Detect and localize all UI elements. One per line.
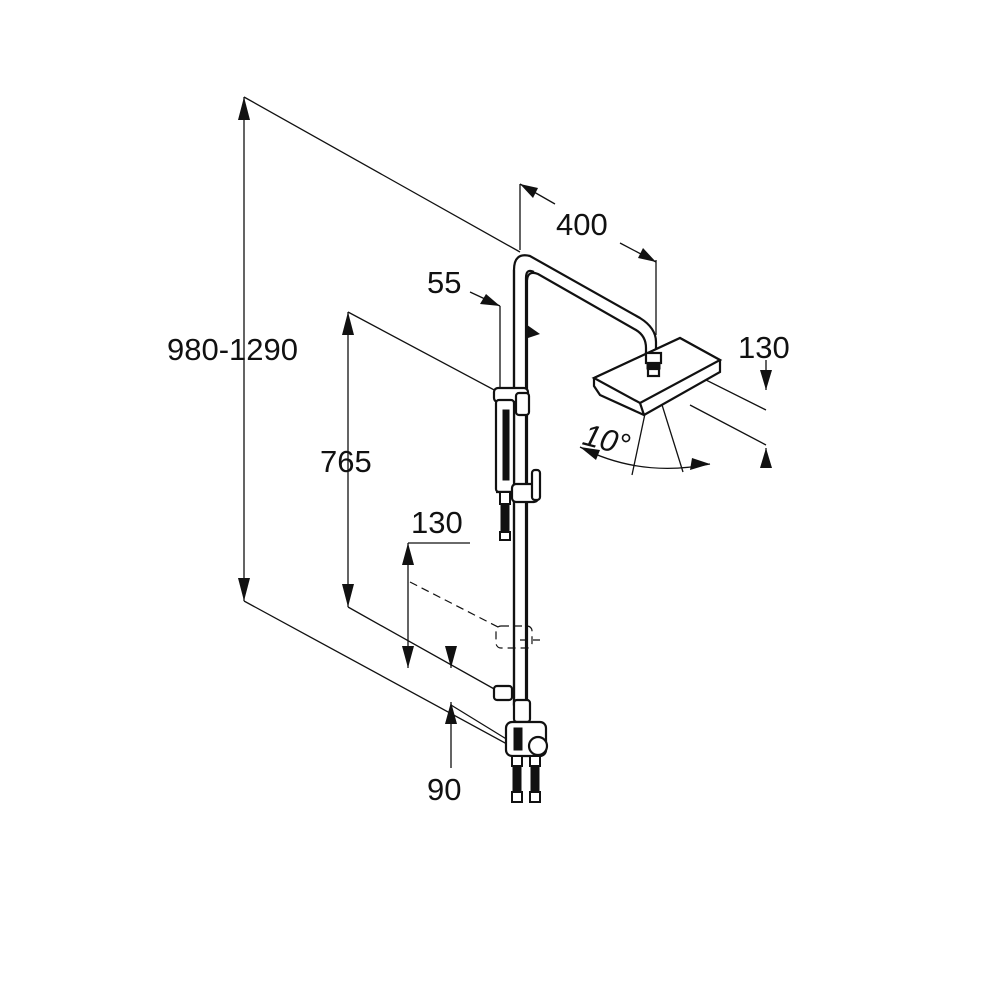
head-size-label: 130 xyxy=(738,330,790,365)
rail-length-label: 765 xyxy=(320,444,372,479)
holder-offset-label: 130 xyxy=(411,505,463,540)
hand-shower xyxy=(492,386,542,541)
arm-reach-label: 400 xyxy=(556,207,608,242)
total-height-label: 980-1290 xyxy=(167,332,298,367)
rail-holder-dashed xyxy=(495,625,540,649)
tilt-angle-label: 10° xyxy=(579,417,633,463)
mixer-depth-label: 90 xyxy=(427,772,461,807)
dimension-arrows xyxy=(238,97,772,724)
thermostatic-mixer xyxy=(492,684,549,803)
handshower-offset-label: 55 xyxy=(427,265,461,300)
overhead-shower-head xyxy=(591,336,723,417)
